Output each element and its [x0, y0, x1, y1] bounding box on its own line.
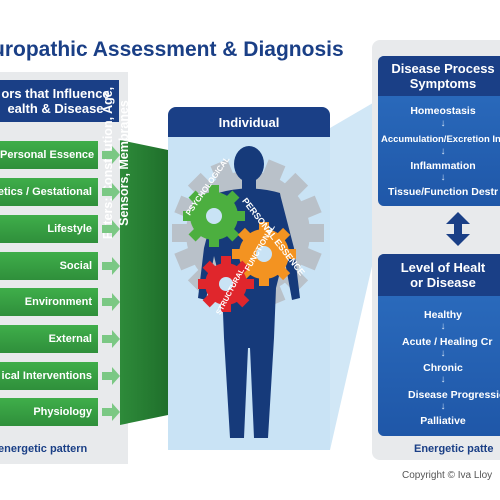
level-arrow-icon: ↓	[440, 321, 446, 332]
factor-personal-essence: Personal Essence	[0, 141, 98, 169]
factor-genetics: etics / Gestational	[0, 178, 98, 206]
factors-header-line2: ealth & Disease	[7, 101, 104, 116]
body-illustration	[172, 146, 324, 438]
factor-lifestyle: Lifestyle	[0, 215, 98, 243]
level-disease-progression: Disease Progressio	[408, 389, 500, 401]
step-arrow-icon: ↓	[440, 146, 446, 157]
level-palliative: Palliative	[420, 415, 466, 427]
factor-social: Social	[0, 252, 98, 280]
step-tissue-destruction: Tissue/Function Destr	[388, 186, 499, 198]
factor-environment: Environment	[0, 288, 98, 316]
step-inflammation: Inflammation	[410, 160, 476, 172]
level-acute: Acute / Healing Cr	[402, 336, 493, 348]
factor-physiology: Physiology	[0, 398, 98, 426]
step-accumulation: Accumulation/Excretion In	[381, 134, 500, 145]
health-level-header-line1: Level of Healt	[400, 260, 486, 275]
factor-medical-interventions: ical Interventions	[0, 362, 98, 390]
step-arrow-icon: ↓	[440, 172, 446, 183]
structural-gear-icon	[198, 256, 254, 312]
right-footer: Energetic patte	[414, 443, 494, 455]
page-title: uropathic Assessment & Diagnosis	[0, 38, 344, 61]
step-homeostasis: Homeostasis	[410, 105, 476, 117]
health-level-header-line2: or Disease	[410, 275, 476, 290]
factor-external: External	[0, 325, 98, 353]
left-footer: energetic pattern	[0, 443, 88, 455]
level-arrow-icon: ↓	[440, 348, 446, 359]
level-healthy: Healthy	[424, 309, 462, 321]
double-arrow-icon	[446, 212, 470, 246]
level-chronic: Chronic	[423, 362, 463, 374]
factors-header: ors that Influence ealth & Disease	[0, 80, 119, 122]
factors-header-line1: ors that Influence	[1, 86, 110, 101]
disease-process-header-line1: Disease Process	[391, 61, 495, 76]
step-arrow-icon: ↓	[440, 118, 446, 129]
copyright: Copyright © Iva Lloy	[402, 470, 493, 481]
level-arrow-icon: ↓	[440, 401, 446, 412]
level-arrow-icon: ↓	[440, 374, 446, 385]
psychological-gear-icon	[183, 185, 245, 247]
filter-block	[120, 140, 168, 425]
connector-shape	[330, 100, 378, 450]
individual-header-label: Individual	[218, 114, 280, 130]
factor-arrows	[102, 146, 120, 421]
individual-header: Individual	[168, 107, 330, 137]
functional-gear-icon	[232, 222, 296, 286]
disease-process-header-line2: Symptoms	[409, 76, 477, 91]
health-level-header: Level of Healt or Disease	[378, 254, 500, 296]
disease-process-header: Disease Process Symptoms	[378, 56, 500, 96]
